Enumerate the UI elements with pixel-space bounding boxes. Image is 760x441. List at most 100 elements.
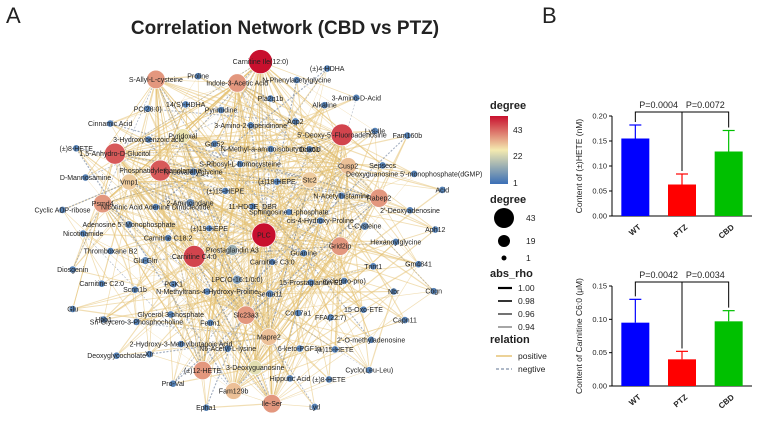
network-node (203, 287, 211, 296)
network-edge (192, 97, 357, 173)
network-node-label: Thromboxane B2 (84, 249, 138, 256)
legend-color-tick-mid: 22 (513, 151, 523, 161)
network-edge (155, 79, 207, 408)
network-edge (202, 68, 328, 371)
legend-relation-title: relation (490, 334, 530, 346)
network-node (193, 360, 213, 380)
network-node-label: (±)8-HETE (312, 377, 346, 384)
network-node (236, 305, 256, 325)
network-edge (260, 61, 343, 136)
network-node (291, 117, 300, 126)
network-node-label: Diosgenin (57, 267, 88, 274)
network-node-label: Mapre2 (257, 335, 281, 342)
network-edge (260, 61, 310, 150)
legend-colorbar (490, 116, 508, 184)
network-edge (236, 82, 345, 282)
network-edge (136, 321, 234, 392)
y-tick-label: 0.10 (592, 315, 607, 324)
network-node-label: N-Methyl-a-aminoisobutyric acid (221, 147, 321, 154)
network-edge (72, 283, 174, 310)
network-edge (233, 229, 436, 392)
legend-color-tick-low: 1 (513, 178, 518, 188)
network-node (99, 315, 108, 324)
network-node (177, 340, 185, 348)
network-node-label: 2'-Deoxyadenosine (380, 208, 440, 215)
network-node-label: Gpr52 (205, 141, 225, 148)
network-edge (110, 250, 247, 316)
network-node-label: Epha1 (196, 405, 216, 412)
network-node-label: Acid (435, 187, 449, 194)
network-edge (172, 82, 238, 384)
network-node-label: Sepsecs (369, 163, 396, 170)
network-node-label: 2-Aminoindane (167, 200, 214, 207)
network-node-label: (±)19-HEPE (190, 226, 228, 233)
network-edge (254, 61, 262, 368)
network-node (429, 287, 438, 296)
network-node (295, 344, 304, 353)
p-value-label: P=0.0004 (639, 100, 678, 110)
legend-width-value-1: 1.00 (518, 283, 535, 293)
network-edge (378, 197, 419, 265)
network-node (369, 188, 389, 208)
network-edge (62, 209, 273, 404)
network-edge (102, 203, 272, 404)
y-tick-label: 0.05 (592, 187, 607, 196)
network-node-label: 15-Prostaglandin E2 (279, 280, 343, 287)
network-node (120, 173, 138, 191)
network-node-label: 3-Hydroxybenzoic acid (113, 137, 184, 144)
network-node (189, 167, 198, 177)
network-node-label: 3-Deoxyguanosine (226, 365, 284, 372)
network-node (305, 145, 314, 154)
network-edge (72, 135, 184, 270)
network-node (97, 279, 106, 288)
network-node-label: Sn-Glycero-3-Phosphocholine (90, 319, 183, 326)
network-node (227, 73, 247, 93)
network-node (169, 280, 178, 289)
network-node (106, 247, 115, 255)
network-node-label: Carnitine C4:0 (172, 254, 217, 261)
network-node-label: (±)8-HETE (59, 146, 93, 153)
network-node (410, 169, 419, 178)
network-edge (296, 79, 311, 180)
network-node-label: Sphingosine 1-phosphate (249, 210, 329, 217)
network-edge (102, 203, 394, 292)
network-node-label: Nicotinamide (63, 231, 104, 238)
network-node-label: cis-4-Hydroxy-Proline (287, 218, 354, 225)
y-tick-label: 0.20 (592, 112, 607, 121)
network-node (248, 49, 273, 74)
network-edge (155, 79, 195, 257)
network-node (320, 101, 329, 110)
network-edge (193, 256, 207, 408)
bar (621, 138, 650, 216)
network-edge (102, 203, 195, 257)
network-legend: degree 43 22 1 degree 43 19 1 abs_rho 1.… (490, 100, 547, 374)
y-tick-label: 0.05 (592, 348, 607, 357)
p-value-label: P=0.0072 (686, 100, 725, 110)
network-node (371, 127, 379, 135)
network-edge (103, 179, 311, 320)
network-node-label: Capn11 (393, 318, 417, 325)
network-node (146, 69, 166, 89)
network-node-label: 14(S)-HDHA (166, 102, 206, 109)
network-node (224, 382, 243, 400)
legend-width-value-4: 0.94 (518, 322, 535, 332)
network-node-label: Prostaglandin A3 (206, 248, 259, 255)
network-edge (202, 189, 443, 372)
network-node (352, 93, 361, 102)
network-edge (149, 220, 321, 355)
network-edge (288, 165, 349, 213)
network-node-label: Ferm1 (200, 320, 220, 327)
panel-label-b: B (542, 3, 557, 28)
y-axis-label: Content of Carnitine C6:0 (μM) (574, 278, 584, 394)
x-tick-label: WT (627, 393, 642, 408)
legend-color-title: degree (490, 100, 526, 112)
bar (668, 184, 696, 216)
network-edge (114, 153, 137, 322)
network-node-label: LPC(O-16:1/0:0) (211, 277, 262, 284)
network-edge (155, 79, 184, 137)
network-edge (148, 109, 222, 140)
network-edge (309, 179, 341, 247)
network-edge (129, 181, 341, 247)
